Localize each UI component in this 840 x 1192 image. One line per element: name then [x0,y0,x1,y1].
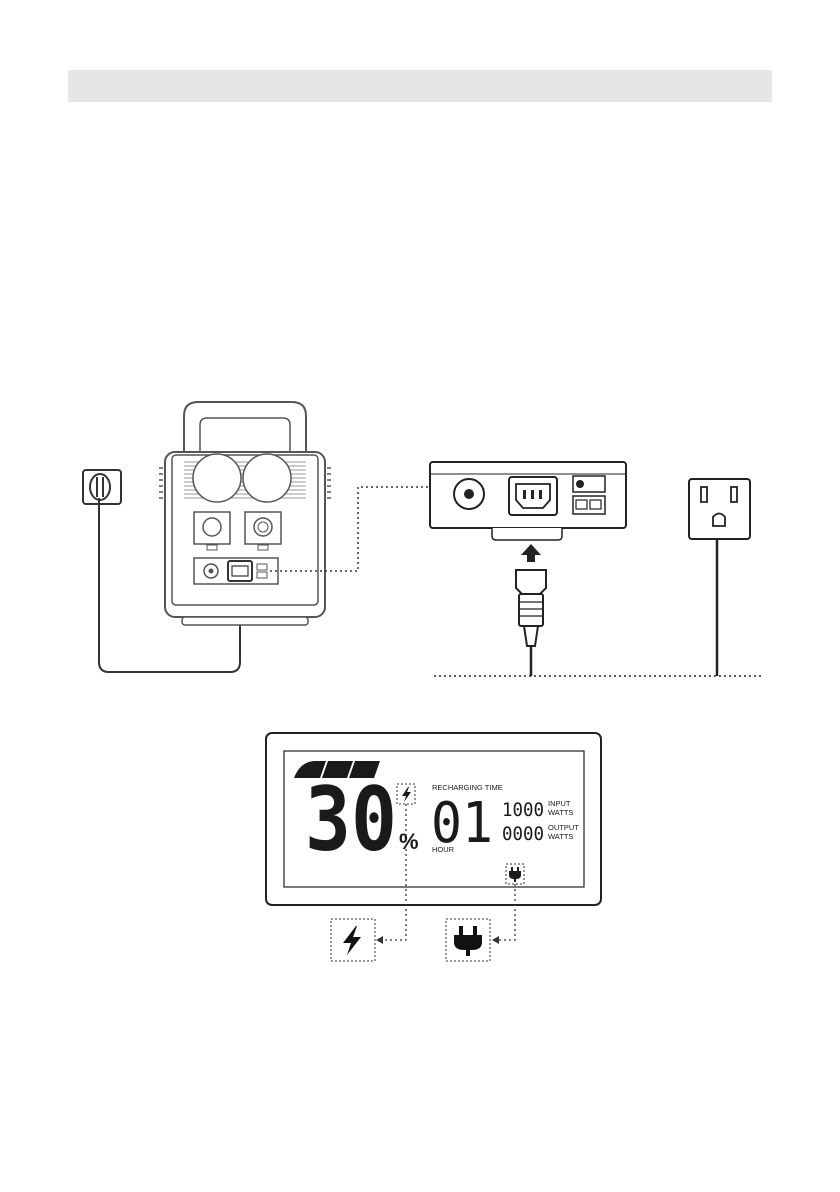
input-watts-value: 1000 [502,799,544,821]
lcd-display: 30 % RECHARGING TIME 01 HOUR 1000 INPUT … [266,733,601,905]
input-label: INPUT [548,799,571,808]
output-watts-label: WATTS [548,832,573,841]
battery-percent: 30 [305,768,397,871]
input-watts-label: WATTS [548,808,573,817]
plug-icon [454,926,482,956]
hour-label: HOUR [432,845,455,854]
port-panel-zoom [430,462,626,540]
wall-socket-left [83,470,121,504]
ac-plug [516,570,546,676]
wall-outlet-us [689,479,750,676]
percent-sign: % [399,829,419,854]
power-station [159,402,331,625]
lightning-icon [343,926,361,955]
output-watts-value: 0000 [502,823,544,845]
callout-plug-box [446,919,490,961]
insert-arrow [521,544,541,562]
callout-lightning-box [331,919,375,961]
output-label: OUTPUT [548,823,579,832]
